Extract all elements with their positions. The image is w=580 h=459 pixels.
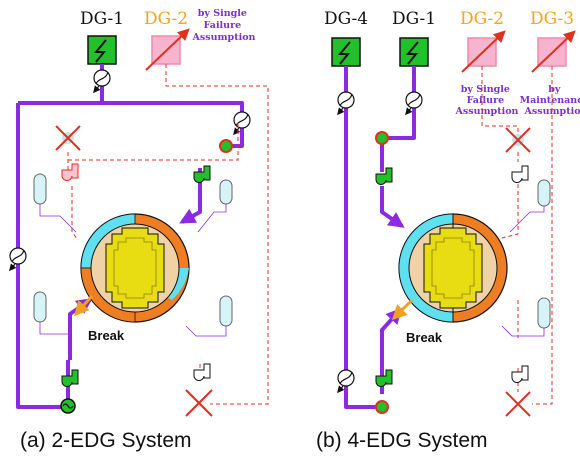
generator-icon (60, 398, 76, 414)
failure-note: by Single Failure Assumption (192, 8, 256, 43)
tank-line (501, 206, 545, 337)
generator-icon (87, 35, 117, 65)
pump-icon (61, 163, 79, 182)
pump-icon (61, 369, 79, 388)
dg2-label: DG-2 (144, 9, 188, 29)
failure-note: by Single Failure Assumption (455, 84, 519, 117)
failed-generator-icon (145, 28, 190, 71)
generator-icon (399, 37, 429, 67)
dg4-label: DG-4 (324, 9, 368, 29)
panel-b: DG-4 DG-1 DG-2 DG-3 by Single Failure As… (316, 9, 580, 452)
active-power-line (344, 66, 416, 409)
failed-x-icon (55, 125, 81, 151)
pump-icon (375, 369, 393, 388)
tank-icon (33, 173, 233, 327)
disconnect-switch-icon (93, 69, 111, 94)
motor-icon (375, 131, 389, 145)
reactor-core-icon (398, 213, 508, 323)
caption-b: (b) 4-EDG System (316, 429, 488, 452)
failed-x-icon (505, 127, 531, 153)
motor-icon (219, 139, 233, 153)
failed-x-icon (185, 389, 213, 417)
disconnect-switch-icon (337, 91, 355, 116)
tank-line (39, 204, 227, 337)
break-arrow (391, 298, 414, 321)
break-label: Break (406, 330, 443, 345)
dg2-label: DG-2 (460, 9, 504, 29)
disconnect-switch-icon (337, 369, 355, 394)
reactor-core-icon (80, 213, 190, 323)
disconnect-switch-icon (405, 91, 423, 116)
panel-a: DG-1 DG-2 by Single Failure Assumption (9, 8, 269, 452)
failed-x-icon (505, 391, 531, 417)
failed-generator-icon (531, 30, 576, 73)
disconnect-switch-icon (9, 247, 27, 272)
pump-icon (193, 363, 211, 382)
dg1-label: DG-1 (80, 9, 124, 29)
motor-icon (375, 400, 389, 414)
generator-icon (331, 37, 361, 67)
pump-icon (511, 365, 529, 384)
tank-icon (537, 179, 551, 329)
dg1-label: DG-1 (392, 9, 436, 29)
dg3-label: DG-3 (530, 9, 574, 29)
pump-icon (375, 167, 393, 186)
pump-icon (511, 165, 529, 184)
maintenance-note: by Maintenance Assumption (520, 84, 580, 117)
break-label: Break (88, 328, 125, 343)
pump-icon (193, 165, 211, 184)
break-arrow (74, 295, 94, 317)
failed-generator-icon (461, 30, 506, 73)
failed-power-line (67, 64, 269, 405)
caption-a: (a) 2-EDG System (20, 429, 192, 452)
